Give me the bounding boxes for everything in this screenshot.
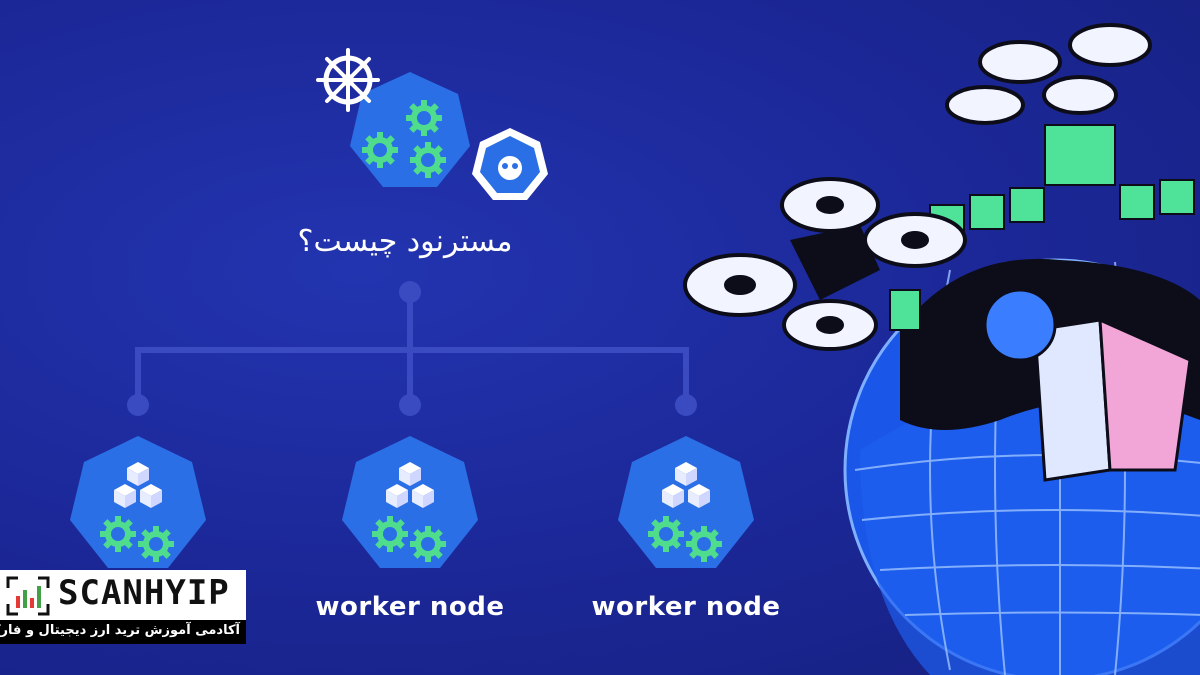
helm-wheel-icon (318, 50, 378, 110)
brand-tagline: آکادمی آموزش ترید ارز دیجیتال و فارکس (0, 623, 240, 638)
globe-illustration (843, 124, 1200, 675)
master-node-title: مسترنود چیست؟ (297, 224, 513, 259)
logo-header: SCANHYIP (0, 570, 246, 620)
connector-dot-left (127, 394, 149, 416)
master-node (350, 72, 470, 187)
worker-node-label: worker node (591, 592, 781, 622)
logo-tagline-bar: آکادمی آموزش ترید ارز دیجیتال و فارکس (0, 620, 246, 644)
worker-node-1 (70, 436, 206, 568)
connector-dot-right (675, 394, 697, 416)
drone-illustration (683, 177, 967, 351)
worker-node-label: worker node (315, 592, 505, 622)
top-drone-illustration (945, 23, 1152, 125)
connector-lines (127, 281, 697, 416)
etcd-badge-icon (472, 128, 548, 200)
worker-node-3 (618, 436, 754, 568)
brand-name: SCANHYIP (58, 573, 230, 613)
brand-logo: SCANHYIP آکادمی آموزش ترید ارز دیجیتال و… (0, 570, 246, 644)
connector-dot-top (399, 281, 421, 303)
connector-dot-middle (399, 394, 421, 416)
worker-node-2 (342, 436, 478, 568)
scan-qr-icon (6, 576, 50, 616)
